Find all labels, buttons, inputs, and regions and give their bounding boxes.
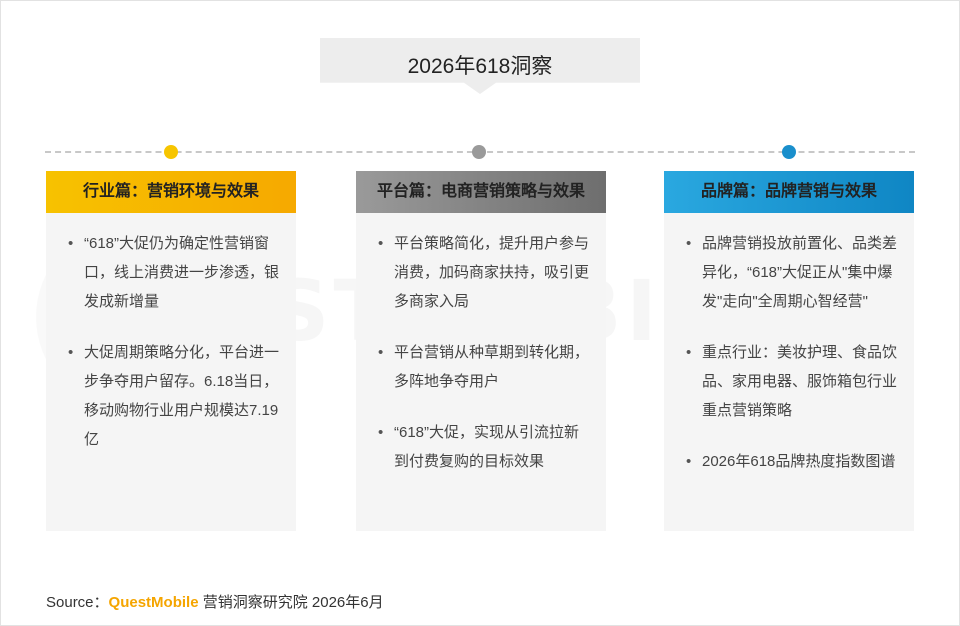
- list-item: 平台策略简化，提升用户参与消费，加码商家扶持，吸引更多商家入局: [378, 229, 592, 316]
- column-brand-points: 品牌营销投放前置化、品类差异化，“618”大促正从"集中爆发"走向"全周期心智经…: [664, 213, 914, 476]
- column-platform: 平台篇：电商营销策略与效果 平台策略简化，提升用户参与消费，加码商家扶持，吸引更…: [356, 171, 606, 531]
- source-label: Source：: [46, 594, 109, 611]
- column-platform-header: 平台篇：电商营销策略与效果: [356, 171, 606, 213]
- source-rest: 营销洞察研究院 2026年6月: [198, 594, 384, 611]
- column-platform-points: 平台策略简化，提升用户参与消费，加码商家扶持，吸引更多商家入局 平台营销从种草期…: [356, 213, 606, 476]
- timeline-dot-platform: [472, 145, 486, 159]
- list-item: 大促周期策略分化，平台进一步争夺用户留存。6.18当日，移动购物行业用户规模达7…: [68, 338, 282, 454]
- column-industry-points: “618”大促仍为确定性营销窗口，线上消费进一步渗透，银发成新增量 大促周期策略…: [46, 213, 296, 454]
- list-item: 品牌营销投放前置化、品类差异化，“618”大促正从"集中爆发"走向"全周期心智经…: [686, 229, 900, 316]
- list-item: 重点行业：美妆护理、食品饮品、家用电器、服饰箱包行业重点营销策略: [686, 338, 900, 425]
- timeline-dot-brand: [782, 145, 796, 159]
- column-brand-header: 品牌篇：品牌营销与效果: [664, 171, 914, 213]
- list-item: “618”大促，实现从引流拉新到付费复购的目标效果: [378, 418, 592, 476]
- page-title: 2026年618洞察: [407, 55, 553, 78]
- list-item: 平台营销从种草期到转化期，多阵地争夺用户: [378, 338, 592, 396]
- column-industry-header: 行业篇：营销环境与效果: [46, 171, 296, 213]
- column-industry: 行业篇：营销环境与效果 “618”大促仍为确定性营销窗口，线上消费进一步渗透，银…: [46, 171, 296, 531]
- timeline-dot-industry: [164, 145, 178, 159]
- source-note: Source：QuestMobile 营销洞察研究院 2026年6月: [46, 591, 384, 612]
- list-item: “618”大促仍为确定性营销窗口，线上消费进一步渗透，银发成新增量: [68, 229, 282, 316]
- source-brand: QuestMobile: [108, 594, 199, 611]
- list-item: 2026年618品牌热度指数图谱: [686, 447, 900, 476]
- column-brand: 品牌篇：品牌营销与效果 品牌营销投放前置化、品类差异化，“618”大促正从"集中…: [664, 171, 914, 531]
